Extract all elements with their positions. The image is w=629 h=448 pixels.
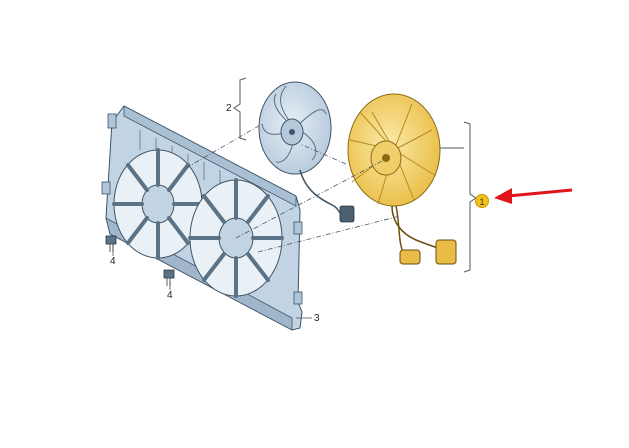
assembly-guide-lines xyxy=(185,123,401,253)
bolt-part-4 xyxy=(105,235,117,252)
bolt-part-4 xyxy=(163,269,175,286)
auxiliary-fan-part-2 xyxy=(258,81,355,223)
callout-part-4[interactable]: 4 xyxy=(167,290,173,301)
red-pointer-arrow xyxy=(494,188,573,204)
radiator-fan-part-1 xyxy=(347,93,457,265)
fan-shroud-part-3 xyxy=(101,105,303,331)
callout-part-3[interactable]: 3 xyxy=(314,313,320,324)
callout-part-1[interactable]: 1 xyxy=(475,194,489,208)
callout-part-4[interactable]: 4 xyxy=(110,256,116,267)
bracket-part-2 xyxy=(233,77,247,141)
callout-part-2[interactable]: 2 xyxy=(226,103,232,114)
